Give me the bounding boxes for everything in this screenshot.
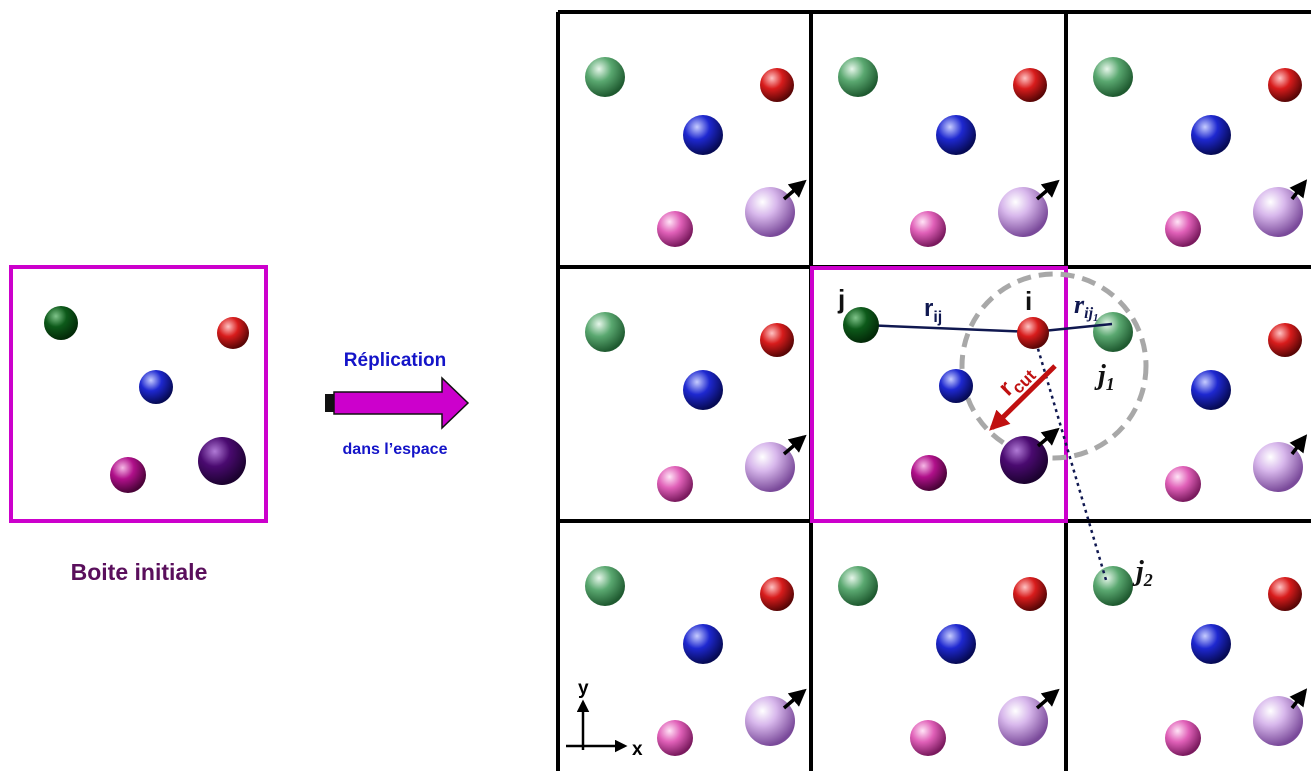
label-j2: j2 [1132,556,1153,590]
atom-blue-central [939,369,973,403]
atom-image-pink [657,466,693,502]
atom-image-green [585,312,625,352]
atom-image-blue [1191,370,1231,410]
replication-arrow-icon [325,376,470,430]
space-label: dans l’espace [343,441,448,458]
atom-image-lavender [1253,187,1303,237]
label-r-ij: rij [924,295,942,326]
atom-image-blue [1191,624,1231,664]
label-r-ij-symbol: r [924,295,933,322]
velocity-arrow-icon [1289,688,1308,710]
atom-image-green [585,57,625,97]
atom-image-pink [1165,211,1201,247]
atom-image-red [1268,323,1302,357]
central-cell-frame [810,266,1068,523]
atom-image-green [1093,57,1133,97]
label-r-ij1-index: 1 [1093,312,1099,324]
atom-image-pink [1165,720,1201,756]
atom-image-green [1093,566,1133,606]
label-j2-symbol: j [1132,556,1144,587]
velocity-arrow-icon [1035,179,1060,201]
label-r-ij1: rij1 [1074,290,1099,324]
atom-image-blue [683,370,723,410]
axis-x-label: x [632,739,643,760]
atom-image-red [1013,577,1047,611]
label-i: i [1025,286,1032,316]
velocity-arrow-icon [1289,179,1308,201]
label-j2-subscript: 2 [1143,570,1153,590]
label-j1-subscript: 1 [1106,374,1115,394]
axes-icon: y x [566,678,643,760]
atom-image-blue [936,624,976,664]
atom-red [217,317,249,349]
atom-image-green [1093,312,1133,352]
replica-atoms [585,57,1308,756]
atom-image-lavender [745,187,795,237]
velocity-arrow-icon [1036,427,1060,448]
atom-dark-green [44,306,78,340]
label-j: j [837,284,845,314]
atom-purple [198,437,246,485]
atom-image-pink [1165,466,1201,502]
axis-y-label: y [578,678,589,699]
velocity-arrow-icon [782,688,807,710]
atom-image-blue [683,624,723,664]
atom-image-lavender [998,187,1048,237]
atom-image-lavender [1253,696,1303,746]
atom-purple-central [1000,436,1048,484]
atom-magenta [110,457,146,493]
atom-i [1017,317,1049,349]
bond-r-ij [862,323,1034,334]
atom-blue [139,370,173,404]
label-r-ij1-subscript: ij [1084,305,1093,322]
atom-image-pink [657,211,693,247]
atom-image-blue [683,115,723,155]
initial-box-frame [9,265,268,523]
atom-image-lavender [998,696,1048,746]
label-r-ij-subscript: ij [933,309,942,326]
atom-image-lavender [745,442,795,492]
replication-label: Réplication [344,350,446,371]
atom-image-pink [910,720,946,756]
initial-box-caption: Boite initiale [71,559,208,585]
velocity-arrow-icon [782,434,807,456]
atom-image-green [838,566,878,606]
central-atoms [843,307,1060,491]
atom-image-pink [657,720,693,756]
atom-image-red [760,68,794,102]
atom-image-blue [1191,115,1231,155]
svg-text:rcut: rcut [993,357,1040,404]
initial-box [9,265,268,523]
velocity-arrow-icon [1035,688,1060,710]
label-j1-symbol: j [1094,360,1106,391]
atom-image-red [1013,68,1047,102]
atom-image-red [1268,68,1302,102]
atom-image-lavender [1253,442,1303,492]
atom-image-red [760,323,794,357]
atom-image-pink [910,211,946,247]
rcut-label: rcut [993,357,1040,404]
atom-image-red [760,577,794,611]
atom-image-green [585,566,625,606]
label-j1: j1 [1094,360,1115,394]
atom-j [843,307,879,343]
atom-image-lavender [745,696,795,746]
velocity-arrow-icon [782,179,807,201]
atom-magenta-central [911,455,947,491]
velocity-arrow-icon [1289,434,1308,456]
atom-image-green [838,57,878,97]
atom-image-red [1268,577,1302,611]
cutoff-circle [959,271,1149,461]
rcut-arrow-icon [989,364,1057,431]
atom-image-blue [936,115,976,155]
replica-grid [556,10,1311,771]
label-r-ij1-symbol: r [1074,290,1085,319]
